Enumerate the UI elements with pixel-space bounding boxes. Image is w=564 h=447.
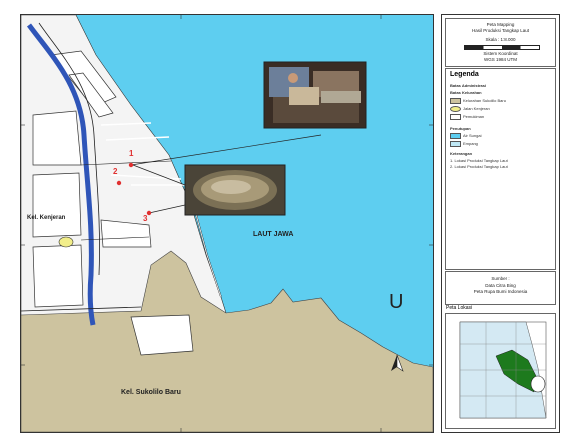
map-title-line-2: Hasil Produksi Tangkap Laut (472, 28, 529, 33)
legend-heading-batas-kelurahan: Batas Kelurahan (450, 90, 482, 95)
land-label-south: Kel. Sukolilo Baru (121, 389, 181, 396)
location-point-3[interactable] (146, 210, 152, 216)
inset-map-canvas (446, 314, 555, 428)
projection-line-1: Sistem Koordinat (483, 51, 518, 56)
legend-title: Legenda (450, 71, 479, 78)
legend-item-jalan: Jalan Kenjeran (450, 106, 490, 112)
legend-heading-keterangan: Keterangan (450, 151, 473, 156)
map-title-line-1: Peta Mapping (486, 22, 515, 27)
river-bank (38, 22, 100, 276)
legend-note-2: 2. Lokasi Produksi Tangkap Laut (450, 164, 508, 169)
main-map[interactable]: 1 2 3 LAUT JAWA Kel. Kenjeran Kel. Sukol… (20, 14, 434, 433)
legend-note-1: 1. Lokasi Produksi Tangkap Laut (450, 158, 508, 163)
north-arrow-letter: U (389, 291, 404, 313)
inset-location-marker (530, 375, 546, 393)
land-label-west: Kel. Kenjeran (27, 215, 66, 221)
legend-heading-penutupan: Penutupan (450, 126, 471, 131)
point-label-2: 2 (113, 167, 118, 176)
urban-block (32, 244, 84, 308)
urban-block (130, 314, 194, 356)
title-box: Peta Mapping Hasil Produksi Tangkap Laut… (445, 18, 556, 67)
road (21, 306, 142, 312)
road (80, 160, 172, 166)
urban-block (32, 110, 82, 166)
north-arrow-icon (391, 354, 404, 372)
map-canvas (21, 15, 433, 432)
photo-fishermen[interactable] (263, 61, 367, 129)
pier (110, 174, 182, 180)
source-box: Sumber : Data Citra Bing Peta Rupa Bumi … (445, 271, 556, 305)
inset-map[interactable] (445, 313, 556, 429)
river (26, 23, 96, 326)
legend-heading-batas-administrasi: Batas Administrasi (450, 83, 487, 88)
point-label-1: 1 (129, 149, 134, 158)
leader-line-2 (132, 164, 186, 186)
legend-panel: Peta Mapping Hasil Produksi Tangkap Laut… (441, 14, 560, 433)
legend-item-empang: Empang (450, 141, 478, 147)
leader-line-3 (148, 204, 186, 214)
source-line-1: Data Citra Bing (485, 283, 516, 288)
land-south (21, 250, 433, 432)
point-label-3: 3 (143, 214, 148, 223)
legend-box: Legenda Batas Administrasi Batas Kelurah… (445, 68, 556, 270)
source-line-2: Peta Rupa Bumi Indonesia (473, 289, 528, 294)
projection-line-2: WGS 1984 UTM (483, 57, 517, 62)
highlight-polygon (58, 236, 74, 248)
location-point-2[interactable] (116, 180, 122, 186)
legend-item-kelurahan: Kelurahan Sukolilo Baru (450, 98, 506, 104)
location-point-1[interactable] (128, 162, 134, 168)
urban-block (100, 219, 152, 248)
leader-line-1 (130, 134, 322, 166)
inset-map-title: Peta Lokasi (446, 305, 473, 311)
sea-label: LAUT JAWA (253, 231, 294, 238)
photo-shellfish[interactable] (184, 164, 286, 216)
pier (100, 122, 152, 126)
pier (105, 136, 170, 141)
scale-bar (464, 45, 540, 50)
legend-item-air: Air Sungai (450, 133, 481, 139)
scale-text: Skala : 1:8.000 (485, 37, 516, 42)
road (80, 236, 150, 241)
coastal-road-inner (192, 202, 222, 298)
source-heading: Sumber : (491, 276, 510, 281)
legend-item-pemukiman: Pemukiman (450, 114, 484, 120)
urban-block (32, 172, 82, 238)
